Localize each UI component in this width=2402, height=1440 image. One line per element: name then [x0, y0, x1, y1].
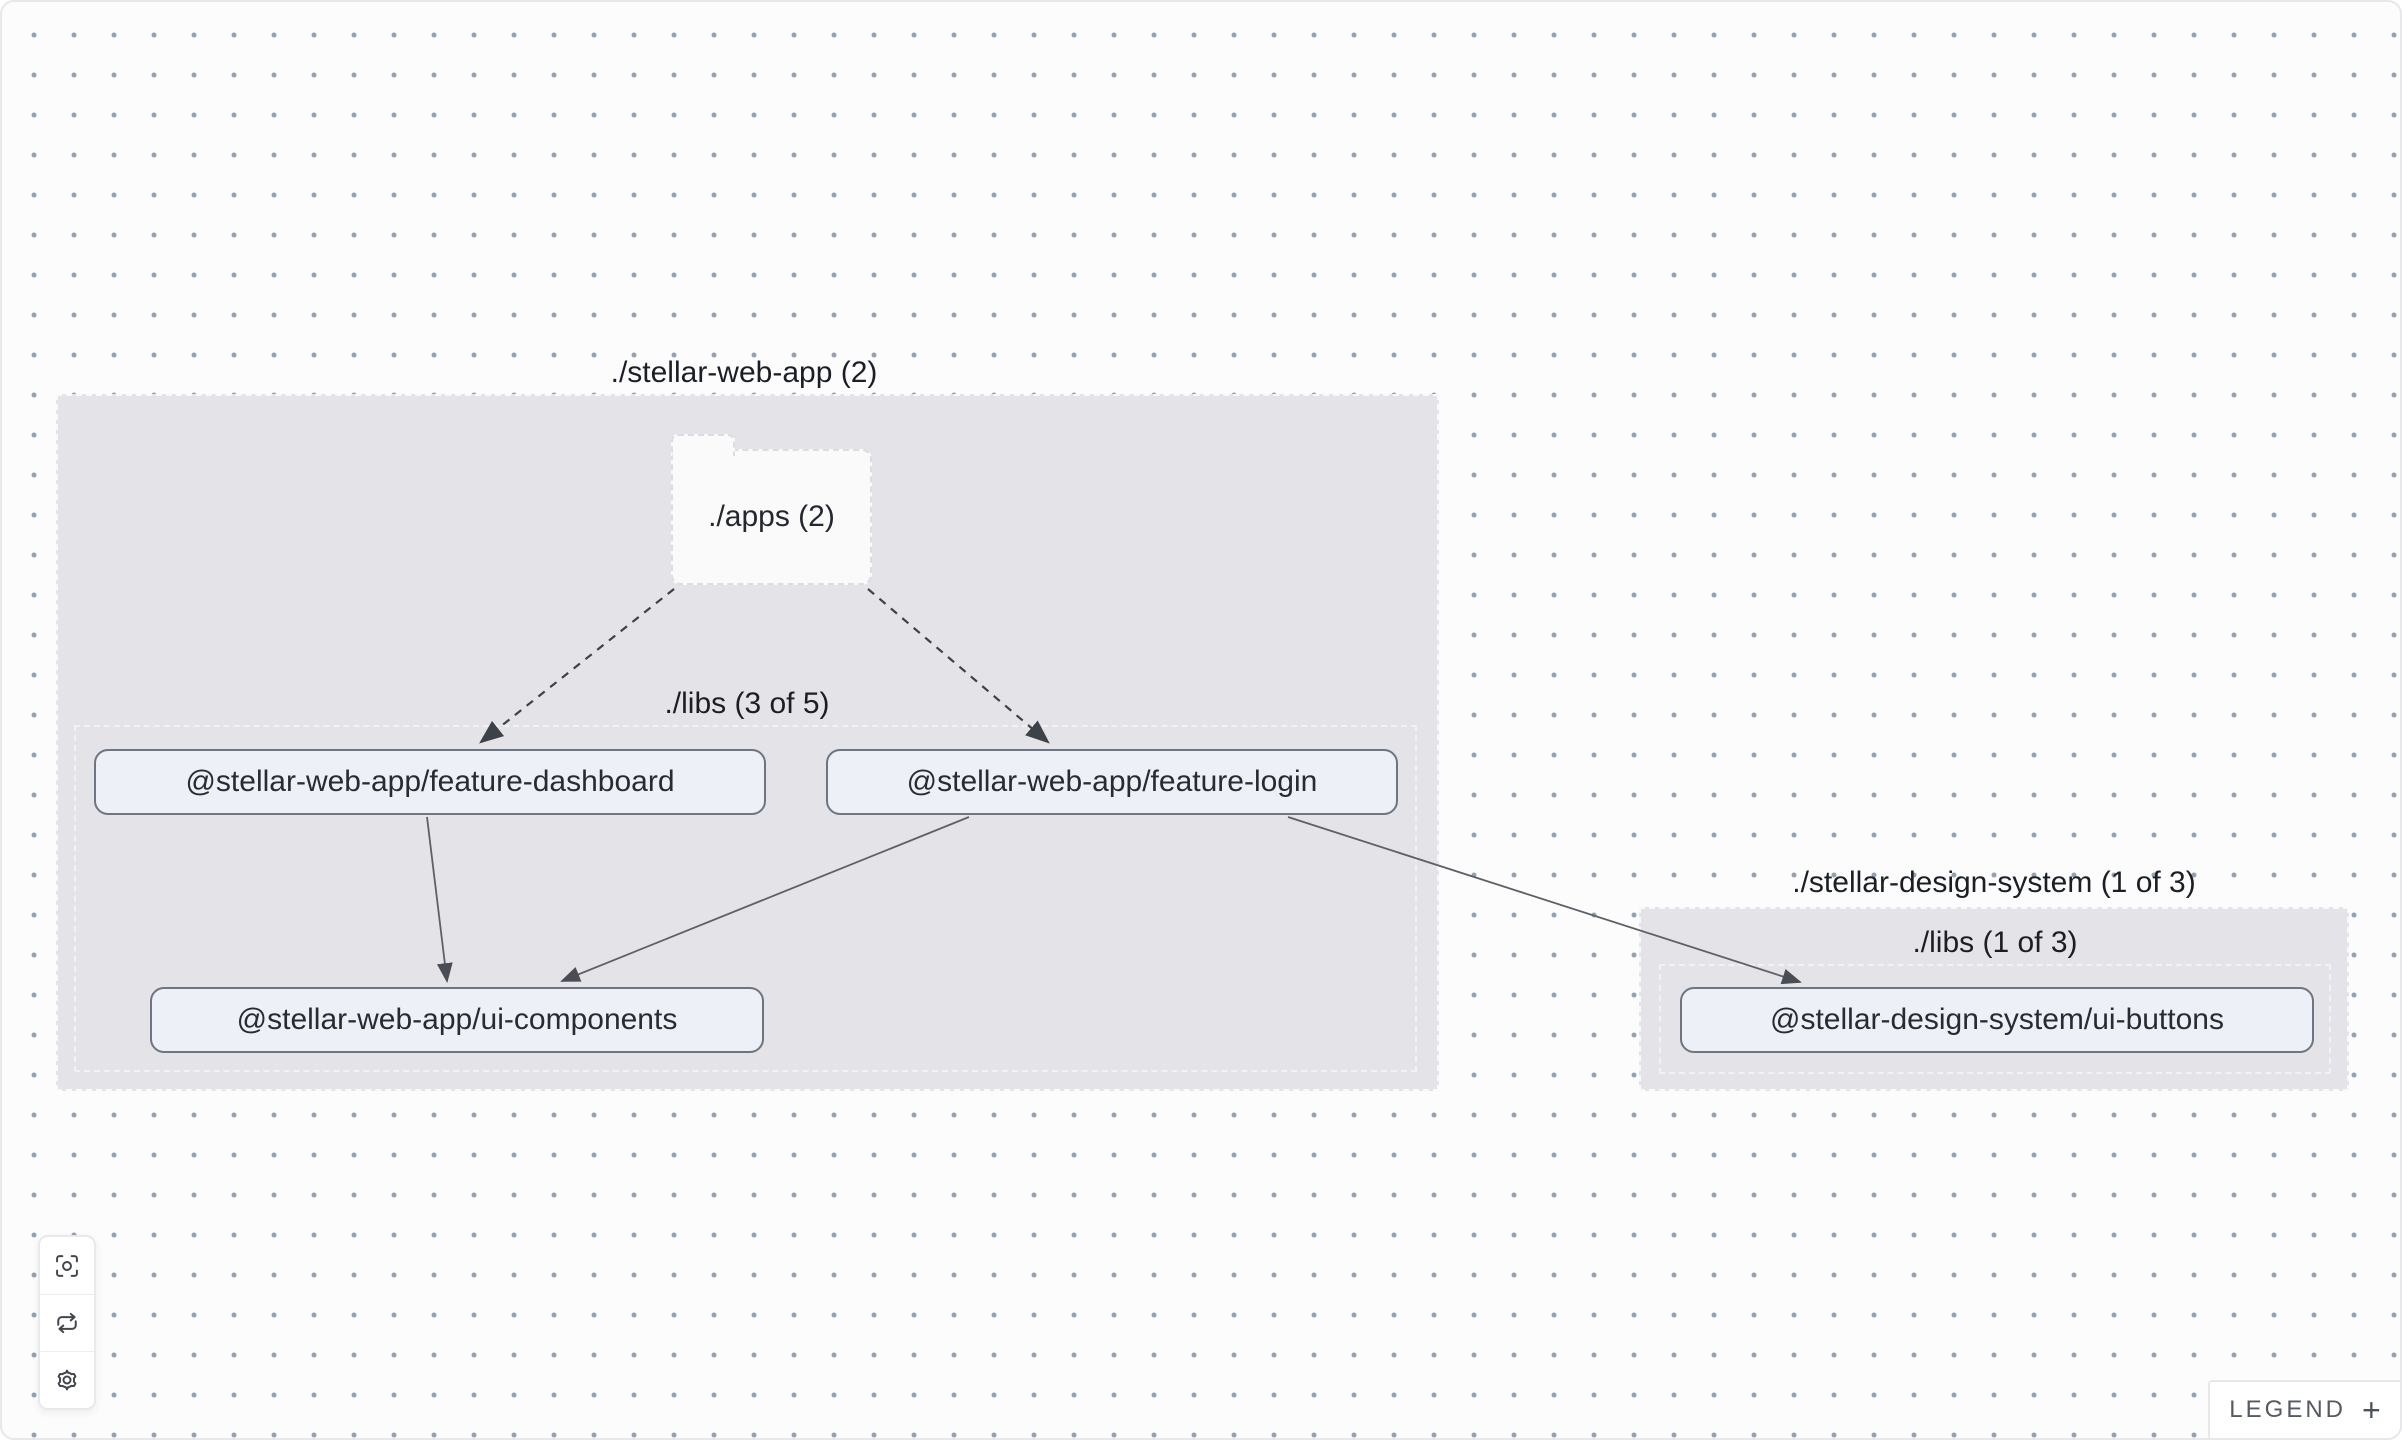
folder-label: ./apps (2) — [708, 500, 835, 533]
node-label: @stellar-design-system/ui-buttons — [1770, 1003, 2224, 1036]
node-feature-dashboard[interactable]: @stellar-web-app/feature-dashboard — [94, 749, 766, 815]
plus-icon: + — [2362, 1392, 2381, 1428]
node-feature-login[interactable]: @stellar-web-app/feature-login — [826, 749, 1398, 815]
node-ui-components[interactable]: @stellar-web-app/ui-components — [150, 987, 764, 1053]
folder-tab — [671, 434, 735, 456]
node-ui-buttons[interactable]: @stellar-design-system/ui-buttons — [1680, 987, 2314, 1053]
refresh-icon — [57, 1312, 77, 1334]
center-graph-icon — [56, 1254, 78, 1277]
group-label-web-app-libs: ./libs (3 of 5) — [664, 687, 830, 720]
legend-label: LEGEND — [2229, 1396, 2346, 1423]
folder-node-apps[interactable]: ./apps (2) — [671, 434, 872, 585]
graph-controls — [38, 1235, 96, 1410]
folder-body: ./apps (2) — [671, 449, 872, 585]
settings-button[interactable] — [40, 1351, 94, 1408]
node-label: @stellar-web-app/feature-login — [906, 765, 1318, 798]
center-graph-button[interactable] — [40, 1237, 94, 1294]
gear-icon — [57, 1369, 77, 1391]
group-label-stellar-web-app: ./stellar-web-app (2) — [610, 356, 878, 389]
refresh-graph-button[interactable] — [40, 1294, 94, 1351]
group-label-design-system-libs: ./libs (1 of 3) — [1912, 926, 2078, 959]
subgroup-design-system-libs — [1659, 964, 2331, 1074]
node-label: @stellar-web-app/feature-dashboard — [185, 765, 675, 798]
node-label: @stellar-web-app/ui-components — [236, 1003, 678, 1036]
legend-toggle[interactable]: LEGEND + — [2208, 1380, 2400, 1438]
group-label-stellar-design-system: ./stellar-design-system (1 of 3) — [1792, 866, 2196, 899]
